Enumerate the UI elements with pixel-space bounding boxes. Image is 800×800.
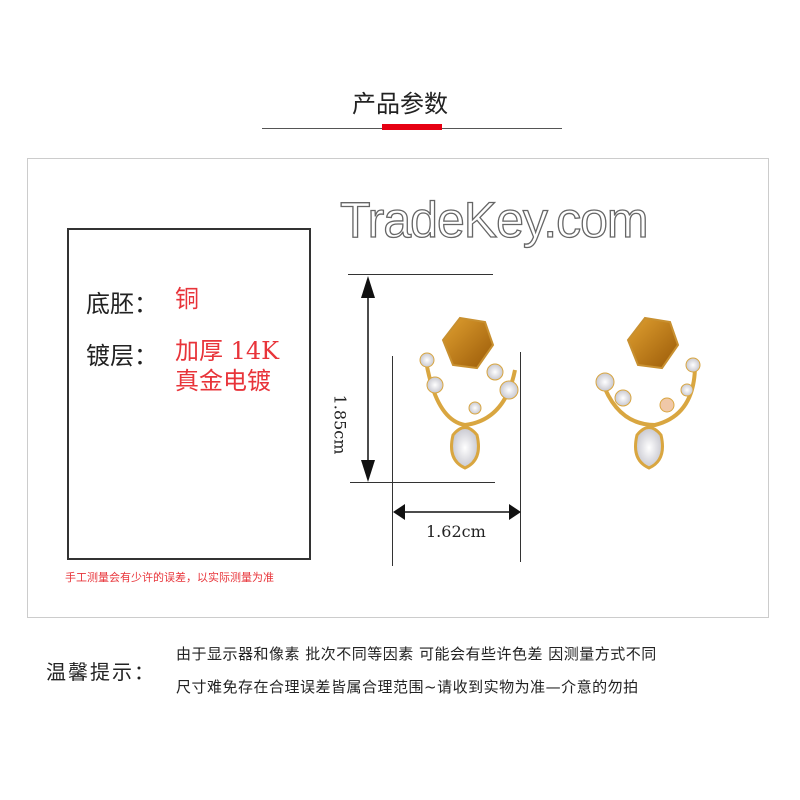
height-label: 1.85cm xyxy=(330,394,350,455)
tips-line-2: 尺寸难免存在合理误差皆属合理范围~请收到实物为准—介意的勿拍 xyxy=(176,678,639,696)
dim-top-line xyxy=(348,274,493,275)
base-label: 底胚： xyxy=(86,290,158,318)
section-title: 产品参数 xyxy=(352,90,448,118)
plating-value-line2: 真金电镀 xyxy=(175,367,271,395)
earring-left xyxy=(419,316,519,470)
width-label: 1.62cm xyxy=(426,522,486,541)
tips-label: 温馨提示： xyxy=(46,660,156,684)
dim-bottom-line xyxy=(350,482,495,483)
earring-right xyxy=(595,316,701,470)
plating-label: 镀层： xyxy=(86,342,158,370)
measure-note: 手工测量会有少许的误差，以实际测量为准 xyxy=(65,571,274,584)
watermark: TradeKey.com xyxy=(339,191,649,248)
tips-line-1: 由于显示器和像素 批次不同等因素 可能会有些许色差 因测量方式不同 xyxy=(176,645,657,663)
base-value: 铜 xyxy=(175,285,199,313)
spec-box xyxy=(67,228,311,560)
width-arrow-icon xyxy=(393,504,521,520)
spec-panel xyxy=(27,158,769,618)
title-accent-bar xyxy=(382,124,442,130)
plating-value-line1: 加厚 14K xyxy=(175,337,280,365)
dim-right-line xyxy=(520,352,521,562)
dim-left-line xyxy=(392,356,393,566)
height-arrow-icon xyxy=(361,276,375,482)
earrings-image xyxy=(419,316,701,470)
